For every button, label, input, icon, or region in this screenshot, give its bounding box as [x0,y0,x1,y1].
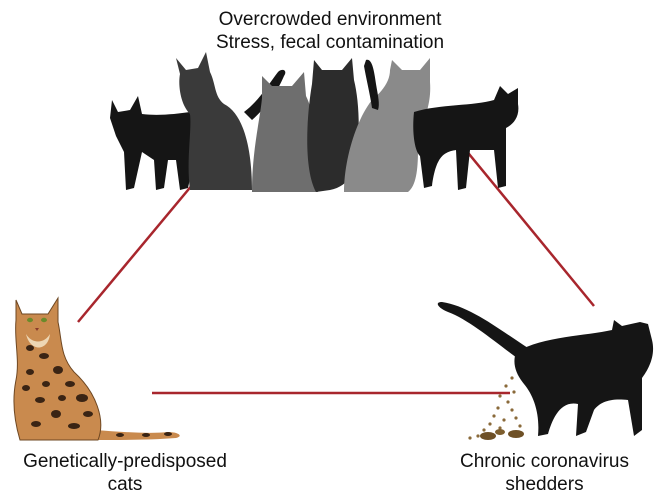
node-label-environment-line1: Overcrowded environment [160,8,500,31]
cat-silhouette-left [110,96,196,190]
bengal-cat-illustration [14,298,180,440]
node-label-genetic-line1: Genetically-predisposed [0,450,250,473]
shedder-tail [438,302,528,360]
node-label-shedders-line2: shedders [430,473,659,494]
shedder-body [514,320,653,436]
node-label-genetic: Genetically-predisposed cats [0,450,250,494]
bengal-eye-left [27,318,33,322]
feces-particles [468,376,524,440]
node-label-shedders-line1: Chronic coronavirus [430,450,659,473]
node-label-environment: Overcrowded environment Stress, fecal co… [160,8,500,54]
cat-tail-upright [364,60,379,110]
node-label-environment-line2: Stress, fecal contamination [160,31,500,54]
bengal-eye-right [41,318,47,322]
node-label-genetic-line2: cats [0,473,250,494]
shedder-cat-illustration [438,302,653,436]
node-label-shedders: Chronic coronavirus shedders [430,450,659,494]
crowded-cats-illustration [110,52,518,192]
